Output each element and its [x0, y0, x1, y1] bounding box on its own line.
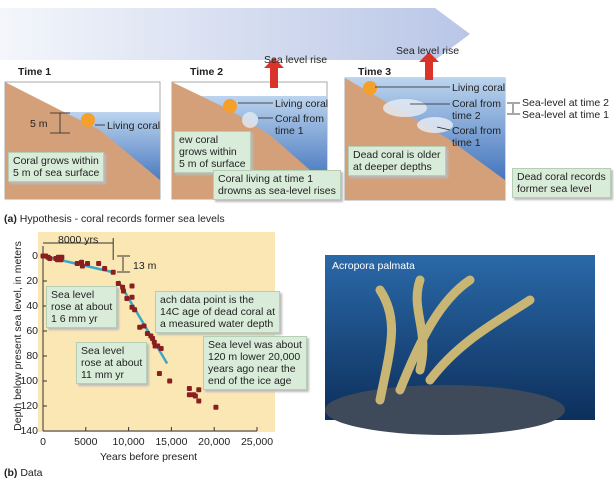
living-coral-2: Living coral	[275, 98, 329, 110]
caption-a: (a) Hypothesis - coral records former se…	[4, 213, 225, 225]
span-label: 8000 yrs	[58, 234, 99, 246]
x-tick-label: 5000	[74, 436, 98, 448]
data-point	[186, 386, 192, 391]
coral-photo	[325, 255, 595, 435]
caption-b: (b) Data	[4, 467, 43, 479]
rise-label-3: Sea level rise	[396, 45, 460, 57]
data-point	[137, 324, 143, 330]
data-point	[129, 294, 135, 300]
data-point	[120, 288, 126, 294]
sea-level-t1: Sea-level at time 1	[522, 109, 609, 121]
data-point	[196, 387, 202, 393]
data-point	[124, 296, 130, 301]
x-tick-label: 20,000	[198, 436, 231, 448]
y-tick-label: 60	[26, 325, 38, 337]
y-tick-label: 100	[20, 375, 38, 387]
living-coral-3: Living coral	[452, 82, 506, 94]
sea-level-t2: Sea-level at time 2	[522, 97, 609, 109]
data-point	[213, 404, 219, 410]
y-tick-label: 140	[20, 425, 38, 437]
data-point	[132, 307, 138, 313]
data-point	[158, 346, 164, 351]
data-point	[192, 393, 198, 399]
data-point	[141, 323, 147, 329]
data-point	[167, 378, 173, 384]
y-tick-label: 40	[26, 300, 38, 312]
x-tick-label: 0	[40, 436, 46, 448]
data-point	[196, 398, 202, 404]
time2-title: Time 2	[190, 66, 224, 78]
time3-title: Time 3	[358, 66, 392, 78]
data-point	[74, 261, 80, 266]
depth-label: 5 m	[30, 118, 48, 130]
data-point	[96, 261, 102, 266]
rise-arrow-3	[419, 52, 439, 80]
x-tick-label: 25,000	[240, 436, 274, 448]
time-arrow	[0, 8, 470, 60]
x-tick-label: 10,000	[112, 436, 145, 448]
data-point	[59, 254, 65, 260]
time1-title: Time 1	[18, 66, 52, 78]
y-tick-label: 120	[20, 400, 38, 412]
y-tick-label: 80	[26, 350, 38, 362]
data-point	[79, 263, 85, 269]
drop-label: 13 m	[133, 260, 157, 272]
data-point	[156, 371, 162, 376]
y-tick-label: 0	[32, 250, 38, 262]
living-coral-1: Living coral	[107, 120, 161, 132]
data-point	[186, 392, 192, 398]
data-point	[47, 256, 53, 261]
x-axis-label: Years before present	[100, 451, 198, 463]
rise-label-2: Sea level rise	[264, 54, 328, 66]
data-point	[110, 269, 116, 275]
scatter-chart	[40, 238, 258, 432]
rise-arrow-2	[264, 58, 284, 88]
data-point	[102, 266, 108, 271]
photo-label: Acropora palmata	[332, 260, 415, 272]
data-point	[129, 283, 135, 289]
y-tick-label: 20	[26, 275, 38, 287]
data-point	[85, 261, 91, 266]
x-tick-label: 15,000	[155, 436, 188, 448]
data-point	[115, 281, 121, 286]
